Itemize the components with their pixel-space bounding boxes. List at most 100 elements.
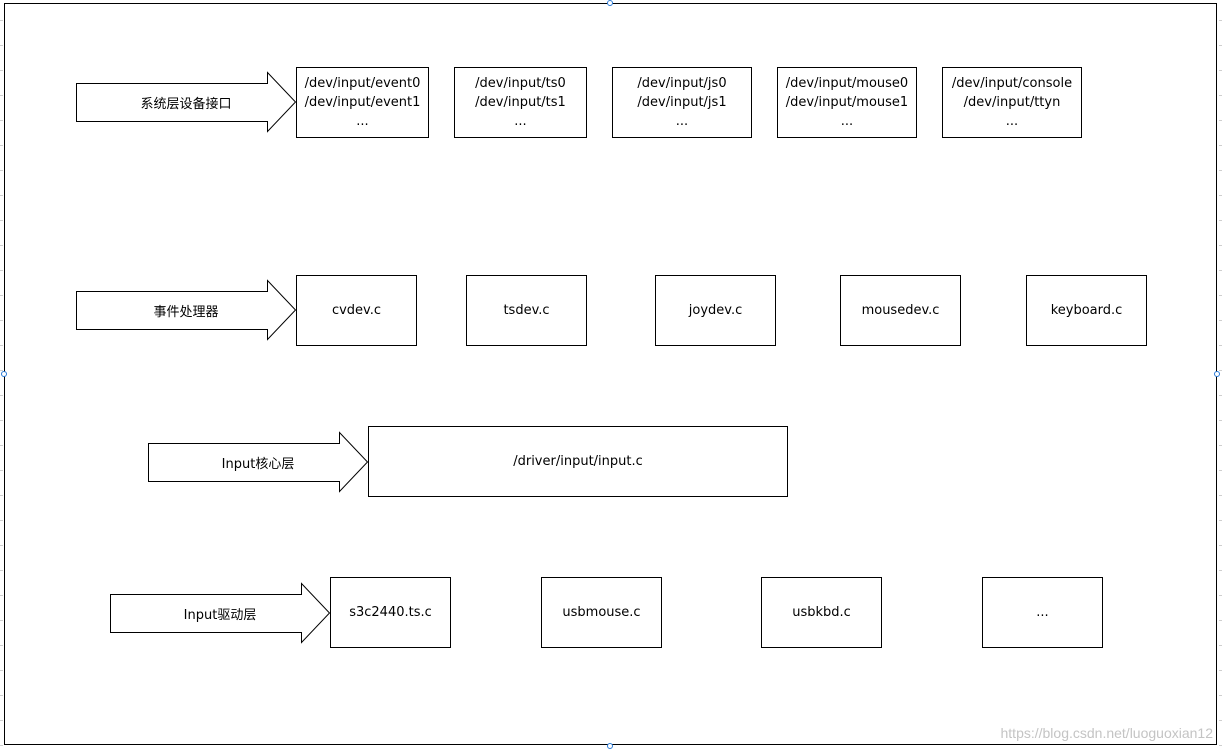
box-line: joydev.c (688, 303, 743, 318)
device-node-box-js[interactable]: /dev/input/js0 /dev/input/js1 ... (612, 67, 752, 138)
watermark: https://blog.csdn.net/luoguoxian12 (1000, 725, 1214, 741)
edge-tick (0, 545, 3, 546)
box-line: /dev/input/event1 (304, 95, 421, 110)
resize-handle-left[interactable] (1, 371, 7, 377)
box-line: /dev/input/js1 (637, 95, 727, 110)
box-line: /dev/input/mouse1 (785, 95, 909, 110)
edge-tick (1219, 520, 1222, 521)
edge-tick (0, 420, 3, 421)
edge-tick (1219, 70, 1222, 71)
edge-tick (0, 370, 3, 371)
edge-tick (1219, 470, 1222, 471)
handler-box-mousedev[interactable]: mousedev.c (840, 275, 961, 346)
edge-tick (1219, 670, 1222, 671)
box-line: keyboard.c (1050, 303, 1123, 318)
driver-box-usbmouse[interactable]: usbmouse.c (541, 577, 662, 648)
handler-box-keyboard[interactable]: keyboard.c (1026, 275, 1147, 346)
resize-handle-right[interactable] (1214, 371, 1220, 377)
layer-arrow-input-drivers: Input驱动层 (110, 582, 331, 644)
box-line: ... (514, 114, 527, 129)
edge-tick (0, 245, 3, 246)
layer-label: Input驱动层 (183, 607, 257, 623)
edge-tick (1219, 95, 1222, 96)
edge-tick (1219, 195, 1222, 196)
edge-tick (1219, 295, 1222, 296)
device-node-box-mouse[interactable]: /dev/input/mouse0 /dev/input/mouse1 ... (777, 67, 917, 138)
layer-arrow-system-interface: 系统层设备接口 (76, 71, 297, 133)
box-line: cvdev.c (331, 303, 382, 318)
driver-box-s3c2440-ts[interactable]: s3c2440.ts.c (330, 577, 451, 648)
driver-box-usbkbd[interactable]: usbkbd.c (761, 577, 882, 648)
edge-tick (0, 445, 3, 446)
edge-tick (0, 745, 3, 746)
edge-tick (0, 295, 3, 296)
edge-tick (0, 20, 3, 21)
edge-tick (0, 195, 3, 196)
device-node-box-event[interactable]: /dev/input/event0 /dev/input/event1 ... (296, 67, 429, 138)
edge-tick (0, 320, 3, 321)
edge-tick (0, 645, 3, 646)
layer-arrow-input-core: Input核心层 (148, 431, 369, 493)
box-line: ... (675, 114, 689, 129)
block-arrow-shape (76, 279, 297, 341)
box-line: /dev/input/ts1 (475, 95, 566, 110)
edge-tick (0, 345, 3, 346)
edge-tick (0, 570, 3, 571)
block-arrow-shape (110, 582, 331, 644)
edge-tick (0, 470, 3, 471)
box-line: /dev/input/js0 (637, 76, 727, 91)
edge-tick (0, 95, 3, 96)
box-line: /dev/input/event0 (304, 76, 421, 91)
edge-tick (1219, 395, 1222, 396)
box-line: ... (356, 114, 369, 129)
box-line: usbmouse.c (562, 605, 641, 620)
edge-tick (0, 70, 3, 71)
layer-arrow-event-handlers: 事件处理器 (76, 279, 297, 341)
edge-tick (1219, 545, 1222, 546)
block-arrow-outline (76, 279, 297, 341)
box-line: ... (1036, 605, 1049, 620)
edge-tick (0, 595, 3, 596)
box-line: ... (840, 114, 854, 129)
resize-handle-bottom[interactable] (607, 743, 613, 749)
box-line: /dev/input/ttyn (963, 95, 1061, 110)
edge-tick (0, 620, 3, 621)
resize-handle-top[interactable] (607, 0, 613, 6)
box-line: tsdev.c (503, 303, 550, 318)
device-node-box-console[interactable]: /dev/input/console /dev/input/ttyn ... (942, 67, 1082, 138)
edge-tick (1219, 170, 1222, 171)
edge-tick (1219, 445, 1222, 446)
edge-tick (1219, 595, 1222, 596)
handler-box-cvdev[interactable]: cvdev.c (296, 275, 417, 346)
block-arrow-shape (76, 71, 297, 133)
edge-tick (0, 145, 3, 146)
left-edge-ticks (0, 0, 3, 750)
box-line: /dev/input/mouse0 (785, 76, 909, 91)
block-arrow-outline (148, 431, 369, 493)
driver-box-more[interactable]: ... (982, 577, 1103, 648)
block-arrow-outline (76, 71, 297, 133)
edge-tick (1219, 620, 1222, 621)
handler-box-joydev[interactable]: joydev.c (655, 275, 776, 346)
core-box-input[interactable]: /driver/input/input.c (368, 426, 788, 497)
device-node-box-ts[interactable]: /dev/input/ts0 /dev/input/ts1 ... (454, 67, 587, 138)
right-edge-ticks (1219, 0, 1222, 750)
block-arrow-shape (148, 431, 369, 493)
edge-tick (0, 695, 3, 696)
box-line: mousedev.c (861, 303, 940, 318)
edge-tick (0, 720, 3, 721)
edge-tick (1219, 345, 1222, 346)
handler-box-tsdev[interactable]: tsdev.c (466, 275, 587, 346)
edge-tick (1219, 320, 1222, 321)
box-line: /driver/input/input.c (513, 454, 643, 469)
edge-tick (1219, 720, 1222, 721)
edge-tick (0, 45, 3, 46)
block-arrow-outline (110, 582, 331, 644)
box-line: s3c2440.ts.c (349, 605, 432, 620)
edge-tick (1219, 120, 1222, 121)
edge-tick (1219, 270, 1222, 271)
box-line: usbkbd.c (792, 605, 851, 620)
edge-tick (1219, 745, 1222, 746)
edge-tick (0, 520, 3, 521)
